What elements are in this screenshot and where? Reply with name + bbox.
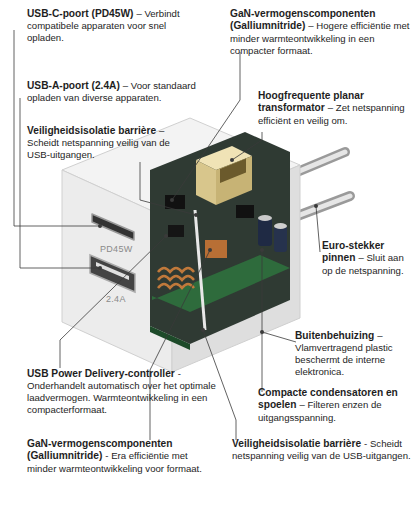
callout-text: GaN-vermogenscomponenten (Galliumnitride… [230, 8, 412, 56]
callout-heading: Veiligheidsisolatie barrière [27, 125, 156, 136]
housing [62, 118, 300, 372]
port-label: PD45W [100, 244, 133, 254]
callout-text: Compacte condensatoren en spoelen– Filte… [258, 387, 410, 424]
cutaway-interior [150, 132, 290, 350]
callout-text: GaN-vermogenscomponenten (Galliumnitride… [27, 438, 217, 475]
callout-text: USB-A-poort (2.4A)– Voor standaard oplad… [27, 80, 197, 104]
callout-text: Buitenbehuizing– Vlamvertragend plastic … [295, 330, 413, 378]
callout-heading: Buitenbehuizing [295, 330, 374, 341]
callout-text: USB-C-poort (PD45W)– Verbindt compatibel… [27, 8, 199, 44]
callout-text: Veiligheidsisolatie barrière- Scheidt ne… [232, 438, 412, 462]
callout-text: Hoogfrequente planar transformator– Zet … [258, 90, 410, 127]
leader-dots [98, 158, 318, 334]
callout-heading: USB-C-poort (PD45W) [27, 8, 133, 19]
port-label: 2.4A [106, 294, 126, 304]
callout-text: Veiligheidsisolatie barrière– Scheidt ne… [27, 125, 195, 161]
callout-heading: Veiligheidsisolatie barrière [232, 438, 361, 449]
callout-text: Euro-stekker pinnen– Sluit aan op de net… [322, 240, 414, 277]
callout-heading: USB-A-poort (2.4A) [27, 80, 120, 91]
callout-heading: USB Power Delivery-controller [27, 368, 175, 379]
callout-text: USB Power Delivery-controller- Onderhand… [27, 368, 219, 416]
